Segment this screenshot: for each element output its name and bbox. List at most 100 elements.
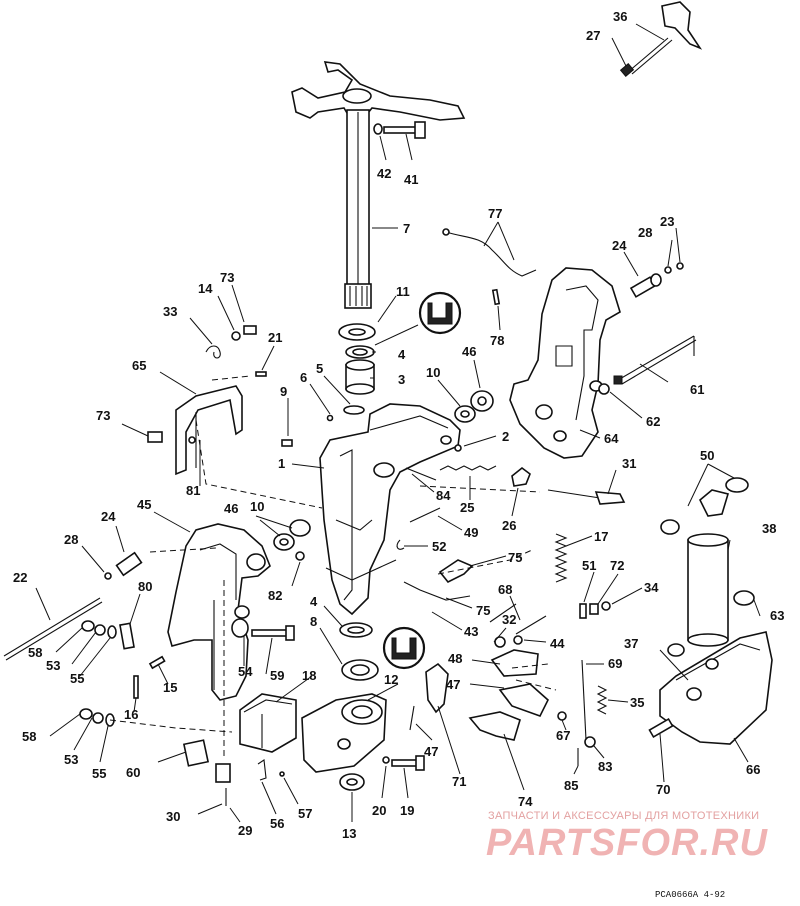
callout-62: 62 xyxy=(646,414,660,429)
callout-56: 56 xyxy=(270,816,284,831)
part-screw-62 xyxy=(598,383,610,395)
part-pin-49 xyxy=(409,507,441,523)
callout-74: 74 xyxy=(518,794,533,809)
callout-63: 63 xyxy=(770,608,784,623)
callout-50: 50 xyxy=(700,448,714,463)
part-knob-73 xyxy=(147,431,163,443)
callout-2: 2 xyxy=(502,429,509,444)
part-screw-82 xyxy=(295,551,305,561)
part-link-75b xyxy=(403,581,471,601)
part-pin-6 xyxy=(326,414,334,422)
part-ball-83 xyxy=(584,736,596,748)
callout-10: 10 xyxy=(426,365,440,380)
callout-43: 43 xyxy=(464,624,478,639)
part-plate-60 xyxy=(182,739,210,767)
callout-27: 27 xyxy=(586,28,600,43)
callout-32: 32 xyxy=(502,612,516,627)
callout-38: 38 xyxy=(762,521,776,536)
callout-24: 24 xyxy=(101,509,116,524)
callout-8: 8 xyxy=(310,614,317,629)
part-screw-2 xyxy=(454,444,462,452)
watermark-logo: PARTSFOR.RU xyxy=(486,822,768,864)
part-wire-77 xyxy=(445,231,537,277)
part-tilt-rod-61 xyxy=(613,335,697,385)
callout-36: 36 xyxy=(613,9,627,24)
callout-68: 68 xyxy=(498,582,512,597)
callout-19: 19 xyxy=(400,803,414,818)
callout-11: 11 xyxy=(396,284,410,299)
leader-lines xyxy=(35,23,761,823)
part-clip-72 xyxy=(589,603,599,615)
part-pin-70 xyxy=(648,717,674,739)
callout-65: 65 xyxy=(132,358,146,373)
callout-23: 23 xyxy=(660,214,674,229)
part-lever-31 xyxy=(547,489,626,505)
grease-symbol-icon xyxy=(418,291,462,335)
callout-4: 4 xyxy=(398,347,406,362)
part-rod-68 xyxy=(515,615,547,635)
part-link-75 xyxy=(438,559,474,584)
callout-83: 83 xyxy=(598,759,612,774)
part-bolt-16 xyxy=(133,675,139,699)
drawing-code: PCA0666A 4-92 xyxy=(655,890,726,900)
callout-4: 4 xyxy=(310,594,318,609)
callout-85: 85 xyxy=(564,778,578,793)
callout-60: 60 xyxy=(126,765,140,780)
callout-47: 47 xyxy=(424,744,438,759)
part-washer-4-lower-hole xyxy=(347,626,365,634)
part-bolt-19 xyxy=(382,755,425,771)
callout-81: 81 xyxy=(186,483,200,498)
callout-29: 29 xyxy=(238,823,252,838)
callout-41: 41 xyxy=(404,172,418,187)
callout-59: 59 xyxy=(270,668,284,683)
callout-52: 52 xyxy=(432,539,446,554)
callout-70: 70 xyxy=(656,782,670,797)
part-screw-9 xyxy=(281,439,293,447)
part-bushing-10 xyxy=(454,390,494,423)
part-pin-24-left xyxy=(104,551,143,580)
callout-75: 75 xyxy=(476,603,490,618)
part-pin-78 xyxy=(491,288,501,306)
part-bushing-set-upper xyxy=(81,620,117,639)
part-bolt-41 xyxy=(373,121,426,139)
callout-47: 47 xyxy=(446,677,460,692)
part-washers-stack xyxy=(338,323,376,415)
callout-71: 71 xyxy=(452,774,466,789)
part-tilt-lever-65 xyxy=(175,385,243,476)
callout-7: 7 xyxy=(403,221,410,236)
callout-28: 28 xyxy=(64,532,78,547)
callout-1: 1 xyxy=(278,456,285,471)
part-bushing-10-left xyxy=(273,519,311,551)
callout-82: 82 xyxy=(268,588,282,603)
part-washer-54 xyxy=(231,618,249,638)
callout-53: 53 xyxy=(64,752,78,767)
callout-22: 22 xyxy=(13,570,27,585)
callout-26: 26 xyxy=(502,518,516,533)
part-throttle-bracket xyxy=(619,1,703,77)
callout-13: 13 xyxy=(342,826,356,841)
callout-64: 64 xyxy=(604,431,619,446)
part-friction-block-12 xyxy=(301,693,387,773)
callout-21: 21 xyxy=(268,330,282,345)
part-screw-44 xyxy=(513,635,523,645)
part-bolt-15 xyxy=(148,655,166,670)
callout-66: 66 xyxy=(746,762,760,777)
callout-3: 3 xyxy=(398,372,405,387)
callout-58: 58 xyxy=(22,729,36,744)
grease-symbol-icon xyxy=(382,626,426,670)
part-spring-25 xyxy=(439,465,497,471)
callout-34: 34 xyxy=(644,580,659,595)
callout-31: 31 xyxy=(622,456,636,471)
part-trim-reservoir-66 xyxy=(659,631,773,745)
part-clamp-bracket-right xyxy=(509,267,621,459)
callout-57: 57 xyxy=(298,806,312,821)
callout-6: 6 xyxy=(300,370,307,385)
part-swivel-shaft xyxy=(291,61,466,309)
part-linkage-48 xyxy=(489,603,549,717)
callout-12: 12 xyxy=(384,672,398,687)
callout-28: 28 xyxy=(638,225,652,240)
part-trim-cylinder-38 xyxy=(660,477,755,657)
callout-75: 75 xyxy=(508,550,522,565)
part-pin-24-top xyxy=(629,262,684,298)
callout-10: 10 xyxy=(250,499,264,514)
